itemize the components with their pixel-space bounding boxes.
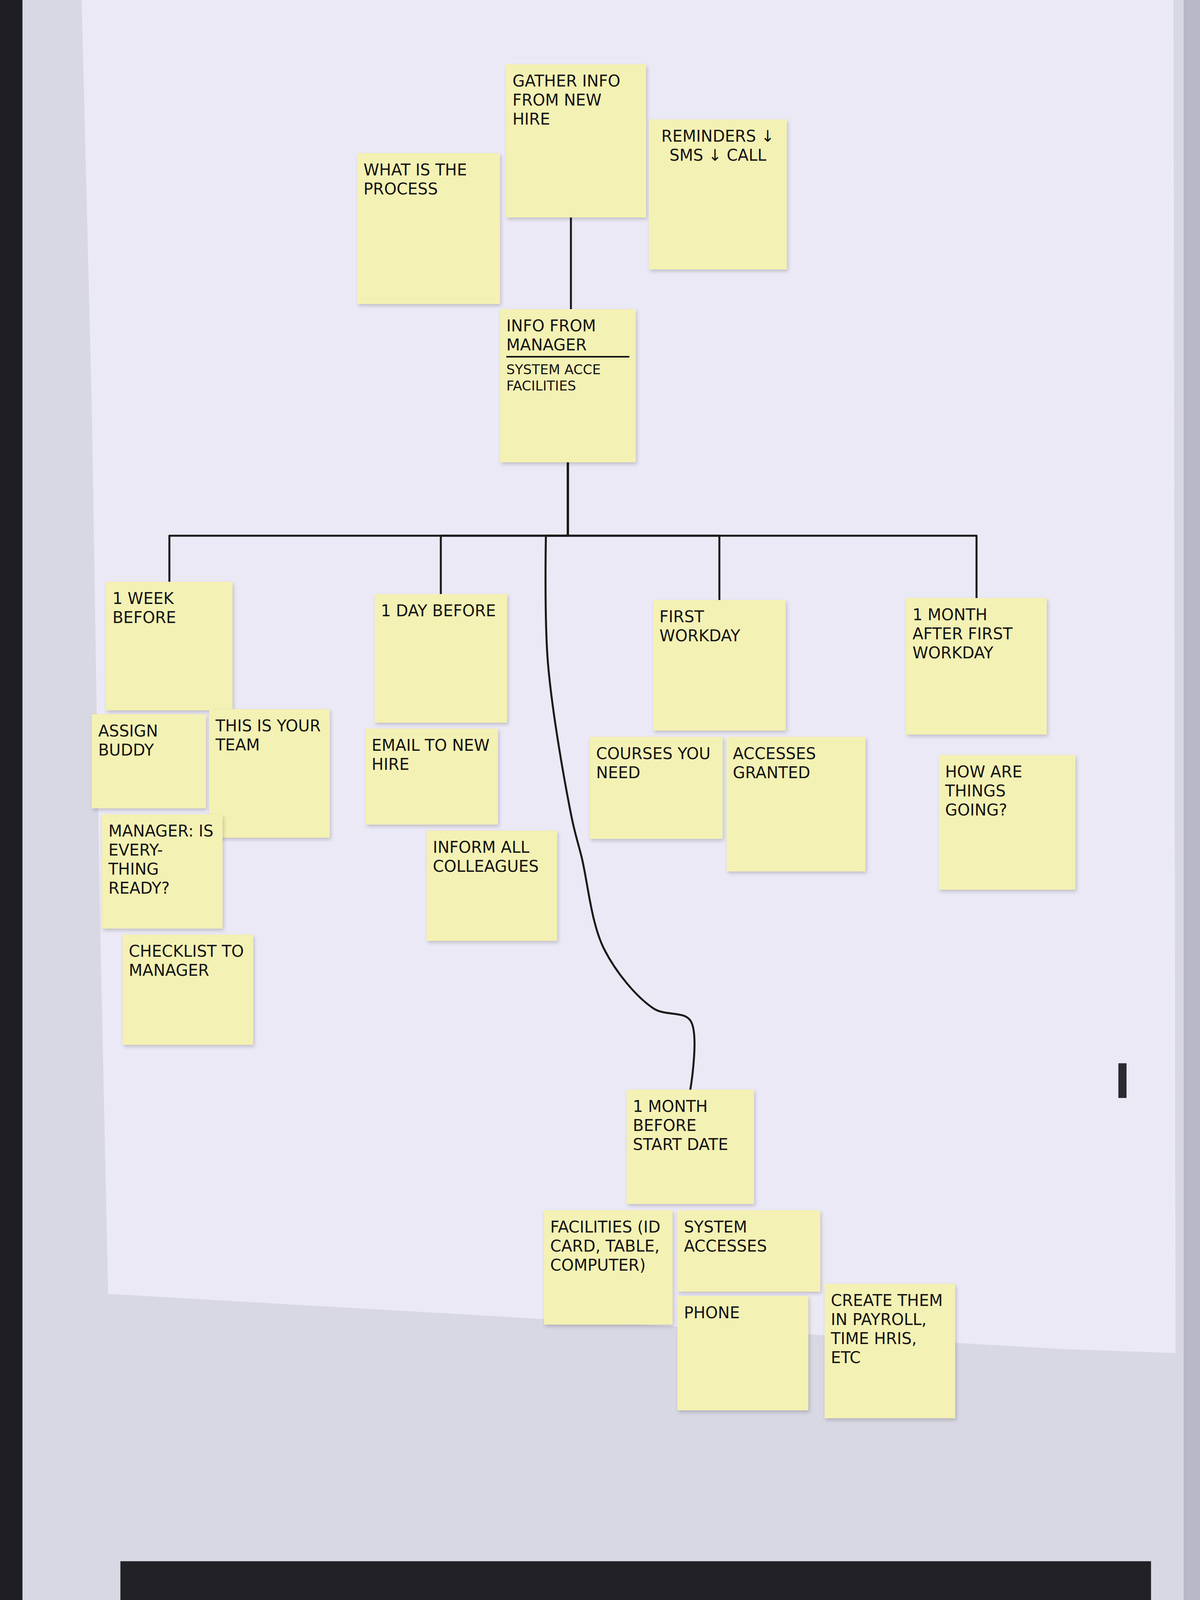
- sticky-note: INFO FROM MANAGERSYSTEM ACCE FACILITIES: [500, 309, 636, 463]
- note-text: EMAIL TO NEW HIRE: [371, 735, 492, 774]
- note-text: SYSTEM ACCE FACILITIES: [506, 361, 630, 395]
- marker-line: [169, 462, 568, 582]
- sticky-note: 1 MONTH AFTER FIRST WORKDAY: [905, 598, 1047, 735]
- magnet-clip: [1118, 1063, 1127, 1098]
- sticky-note: ACCESSES GRANTED: [726, 736, 866, 872]
- sticky-note: PHONE: [677, 1296, 808, 1411]
- sticky-note: EMAIL TO NEW HIRE: [365, 728, 499, 825]
- sticky-note: SYSTEM ACCESSES: [677, 1210, 821, 1293]
- note-text: CREATE THEM IN PAYROLL, TIME HRIS, ETC: [830, 1290, 949, 1368]
- whiteboard: [22, 0, 1186, 1600]
- note-text: ACCESSES GRANTED: [732, 744, 860, 783]
- note-text: HOW ARE THINGS GOING?: [945, 762, 1070, 820]
- note-text: INFORM ALL COLLEAGUES: [432, 837, 551, 876]
- marker-line: [567, 462, 977, 599]
- note-text: REMINDERS ↓ SMS ↓ CALL: [655, 126, 781, 165]
- note-text: ASSIGN BUDDY: [98, 721, 200, 760]
- sticky-note: THIS IS YOUR TEAM: [209, 709, 330, 838]
- sticky-note: ASSIGN BUDDY: [91, 714, 206, 809]
- marker-line: [569, 217, 572, 310]
- note-text: WHAT IS THE PROCESS: [363, 160, 494, 199]
- note-text: MANAGER: IS EVERY- THING READY?: [108, 821, 216, 898]
- sticky-note: COURSES YOU NEED: [589, 736, 723, 839]
- sticky-note: CREATE THEM IN PAYROLL, TIME HRIS, ETC: [824, 1283, 956, 1419]
- note-text: GATHER INFO FROM NEW HIRE: [512, 71, 640, 129]
- note-text: 1 DAY BEFORE: [380, 601, 501, 621]
- sticky-note: FIRST WORKDAY: [653, 600, 786, 731]
- sticky-note: INFORM ALL COLLEAGUES: [426, 830, 558, 941]
- note-text: FACILITIES (ID CARD, TABLE, COMPUTER): [550, 1217, 667, 1275]
- sticky-note: GATHER INFO FROM NEW HIRE: [505, 64, 646, 218]
- sticky-note: 1 DAY BEFORE: [374, 594, 508, 723]
- marker-line: [567, 462, 720, 600]
- whiteboard-frame: [1183, 0, 1200, 1600]
- note-text: 1 MONTH BEFORE START DATE: [632, 1096, 748, 1154]
- note-heading: INFO FROM MANAGER: [506, 316, 630, 358]
- whiteboard-tray: [120, 1561, 1151, 1600]
- note-text: PHONE: [683, 1303, 802, 1323]
- note-text: CHECKLIST TO MANAGER: [128, 941, 247, 980]
- marker-line: [440, 462, 568, 595]
- sticky-note: REMINDERS ↓ SMS ↓ CALL: [648, 119, 787, 270]
- sticky-note: 1 WEEK BEFORE: [105, 581, 233, 711]
- sticky-note: CHECKLIST TO MANAGER: [122, 934, 254, 1045]
- sticky-note: HOW ARE THINGS GOING?: [938, 755, 1076, 890]
- note-text: SYSTEM ACCESSES: [683, 1217, 814, 1256]
- note-text: 1 WEEK BEFORE: [112, 588, 227, 627]
- sticky-note: FACILITIES (ID CARD, TABLE, COMPUTER): [544, 1210, 673, 1325]
- note-text: FIRST WORKDAY: [659, 607, 780, 646]
- flipchart-paper: [81, 0, 1176, 1354]
- note-text: 1 MONTH AFTER FIRST WORKDAY: [912, 605, 1041, 663]
- sticky-note: WHAT IS THE PROCESS: [357, 153, 500, 305]
- note-text: COURSES YOU NEED: [596, 744, 716, 783]
- note-text: THIS IS YOUR TEAM: [215, 716, 324, 755]
- sticky-note: 1 MONTH BEFORE START DATE: [626, 1089, 754, 1204]
- sticky-note: MANAGER: IS EVERY- THING READY?: [101, 814, 223, 929]
